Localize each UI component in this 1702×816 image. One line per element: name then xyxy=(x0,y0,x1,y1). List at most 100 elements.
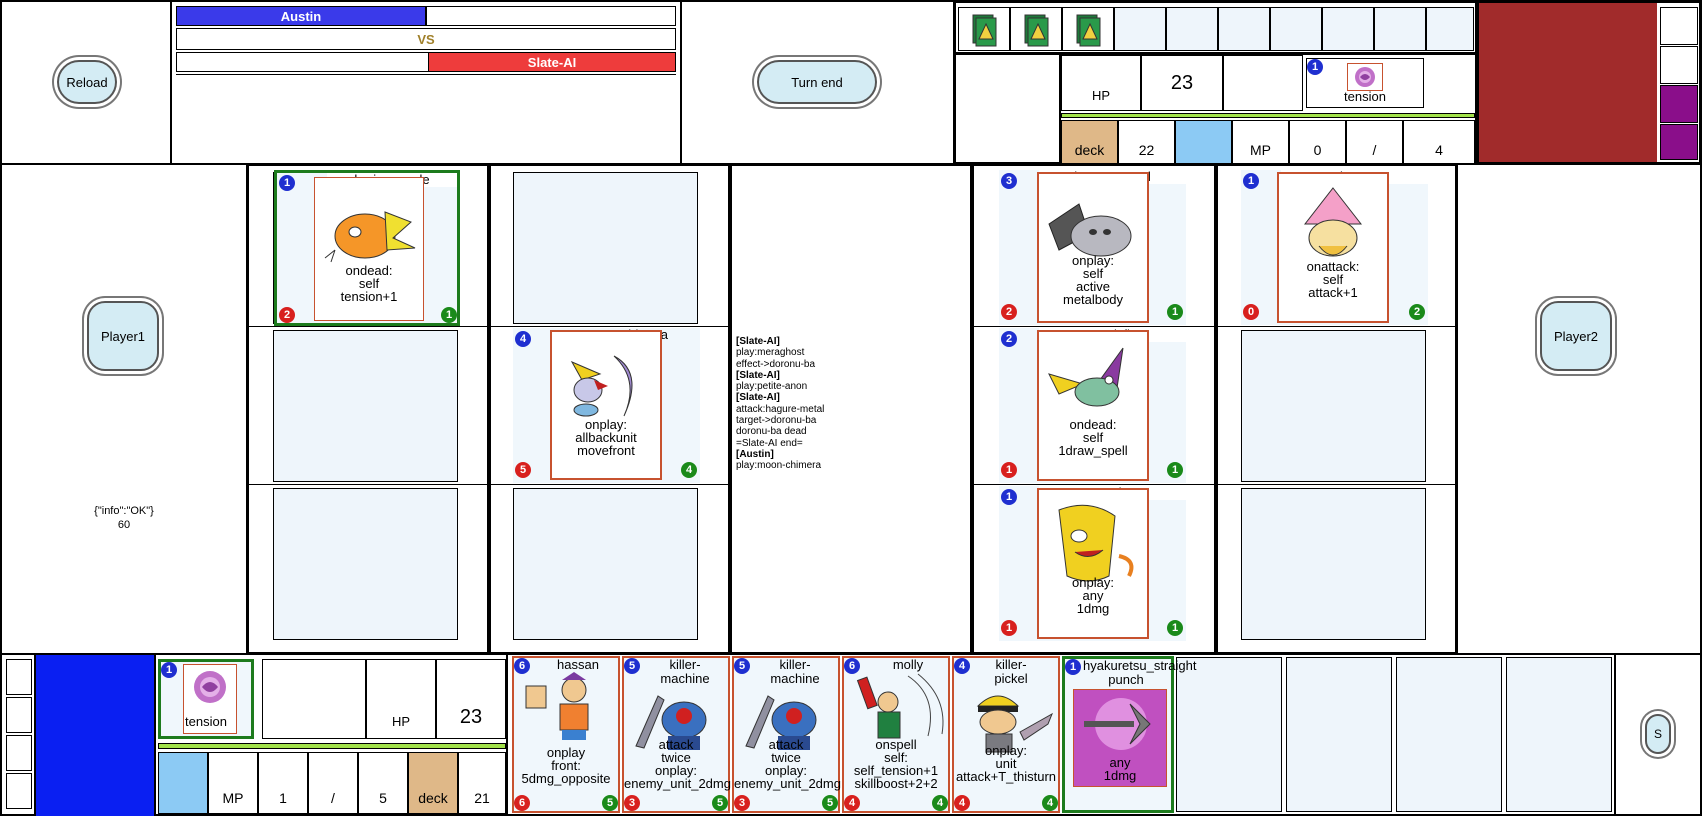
card-effect-line: self xyxy=(1082,266,1104,281)
self-mp-label-cell: MP xyxy=(208,752,258,814)
card-cost: 2 xyxy=(1001,331,1017,347)
hand-card[interactable]: killer-machine attack twice onplay: enem… xyxy=(622,656,731,813)
board-card[interactable]: magicfly ondead: self 1draw_spell 2 1 1 xyxy=(999,328,1186,483)
board-slot-front[interactable] xyxy=(513,172,698,324)
self-side-slot xyxy=(6,735,32,771)
board-card[interactable]: moon-chimera onplay: allbackunit movefro… xyxy=(513,328,700,483)
reload-button[interactable]: Reload xyxy=(57,60,117,104)
log-line: play:meraghost xyxy=(736,347,805,359)
card-effect-line: self_tension+1 xyxy=(853,763,939,778)
tension-swirl-icon xyxy=(194,671,226,703)
opp-mp-max: 4 xyxy=(1435,141,1443,158)
card-effect-line: self xyxy=(1322,272,1344,287)
log-line: play:moon-chimera xyxy=(736,460,822,472)
opp-tension-art xyxy=(1347,63,1383,91)
card-cost: 6 xyxy=(844,658,860,674)
opp-side-slot xyxy=(1660,46,1698,84)
ghost-art xyxy=(1058,504,1134,582)
opp-hp-value-cell: 23 xyxy=(1141,55,1223,111)
card-cost: 1 xyxy=(1001,489,1017,505)
board-slot-back[interactable] xyxy=(273,488,458,640)
self-mp-max-cell: 5 xyxy=(358,752,408,814)
player-a-bar-rest xyxy=(426,6,676,26)
self-mp-current-cell: 1 xyxy=(258,752,308,814)
turn-end-button[interactable]: Turn end xyxy=(757,60,877,104)
opp-card-back-icon xyxy=(1024,14,1049,47)
card-effect-line: onplay: xyxy=(655,763,697,778)
self-side-slot xyxy=(6,773,32,809)
molly-art xyxy=(856,673,944,739)
board-card[interactable]: meraghost onplay: any 1dmg 1 1 1 xyxy=(999,486,1186,641)
card-attack: 4 xyxy=(844,795,860,811)
board-column-divider xyxy=(1214,166,1218,652)
self-status-panel: 1 tension HP 23 MP 1 / 5 deck 21 xyxy=(154,653,508,816)
card-cost: 4 xyxy=(515,331,531,347)
opponent-portrait-panel xyxy=(1476,0,1702,165)
card-hp: 2 xyxy=(1409,304,1425,320)
opp-hand-slot xyxy=(1166,7,1218,51)
opponent-portrait xyxy=(1479,3,1657,162)
log-line: =Slate-AI end= xyxy=(736,437,803,449)
card-attack: 5 xyxy=(515,462,531,478)
opp-hand-slot xyxy=(1270,7,1322,51)
self-green-bar xyxy=(158,743,506,749)
board-card[interactable]: harisen-mole ondead: self tension+1 1 2 … xyxy=(274,170,460,326)
player-b-name: Slate-AI xyxy=(527,55,577,70)
player-versus-panel: Austin VS Slate-AI xyxy=(170,0,682,165)
card-effect-line: attack xyxy=(658,737,694,752)
card-effect-line: twice xyxy=(771,750,801,765)
board-slot-back[interactable] xyxy=(1241,330,1426,482)
hand-slot-empty xyxy=(1176,657,1282,812)
card-effect-line: any xyxy=(1082,588,1104,603)
board-slot-front[interactable] xyxy=(513,488,698,640)
board-slot-back[interactable] xyxy=(1241,488,1426,640)
board-slot-back[interactable] xyxy=(273,330,458,482)
card-effect-line: twice xyxy=(661,750,691,765)
card-attack: 1 xyxy=(1001,620,1017,636)
card-name: hyakuretsu_straight punch xyxy=(1083,658,1197,687)
card-effect-line: self: xyxy=(884,750,908,765)
chimera-art xyxy=(570,355,633,417)
opp-left-blank xyxy=(956,55,1061,165)
card-effect-line: enemy_unit_2dmg xyxy=(624,776,731,791)
battle-log: [Slate-AI] play:meraghost effect->doronu… xyxy=(736,336,966,472)
tension-swirl-icon xyxy=(1355,67,1375,87)
card-effect-line: allbackunit xyxy=(575,430,637,445)
card-effect-line: movefront xyxy=(577,443,635,458)
card-effect-line: self xyxy=(1082,430,1104,445)
card-effect-line: self xyxy=(358,276,380,291)
hand-card[interactable]: molly onspell self: self_tension+1 skill… xyxy=(842,656,950,813)
hand-card[interactable]: killer-pickel onplay: unit attack+T_this… xyxy=(952,656,1060,813)
player1-button[interactable]: Player1 xyxy=(87,301,159,371)
card-name: killer-pickel xyxy=(994,657,1028,686)
board-card[interactable]: petite-anon onattack: self attack+1 1 0 … xyxy=(1241,170,1428,325)
self-tension-card[interactable]: 1 tension xyxy=(158,659,254,739)
self-deck-value: 21 xyxy=(474,790,490,806)
self-blank-cell xyxy=(262,659,366,739)
card-attack: 0 xyxy=(1243,304,1259,320)
player2-button[interactable]: Player2 xyxy=(1540,301,1612,371)
hand-card[interactable]: hyakuretsu_straight punch any 1dmg 1 xyxy=(1062,656,1197,813)
opp-hand-slot xyxy=(1218,7,1270,51)
opp-mp-current-cell: 0 xyxy=(1289,120,1346,165)
opp-side-slot-filled xyxy=(1660,85,1698,123)
opp-divider xyxy=(956,52,1475,55)
opp-tension-card[interactable]: 1 tension xyxy=(1306,58,1424,108)
hand-card[interactable]: hassan onplay front: 5dmg_opposite 6 6 5 xyxy=(512,656,620,813)
opp-mp-gem xyxy=(1175,120,1232,165)
card-effect-line: onplay: xyxy=(765,763,807,778)
self-deck-value-cell: 21 xyxy=(458,752,506,814)
player-b-bar-rest xyxy=(176,52,430,72)
row-divider xyxy=(248,484,729,485)
hand-card[interactable]: killer-machine attack twice onplay: enem… xyxy=(732,656,841,813)
self-mp-sep-cell: / xyxy=(308,752,358,814)
opp-side-slot-filled xyxy=(1660,124,1698,160)
opp-tension-cost: 1 xyxy=(1307,59,1323,75)
s-button[interactable]: S xyxy=(1645,714,1671,754)
opp-mp-label: MP xyxy=(1250,141,1271,158)
card-attack: 3 xyxy=(734,795,750,811)
board-card[interactable]: hagure-metal onplay: self active metalbo… xyxy=(999,170,1186,325)
card-cost: 3 xyxy=(1001,173,1017,189)
card-hp: 1 xyxy=(1167,304,1183,320)
card-art-frame: any 1dmg xyxy=(1073,689,1167,787)
